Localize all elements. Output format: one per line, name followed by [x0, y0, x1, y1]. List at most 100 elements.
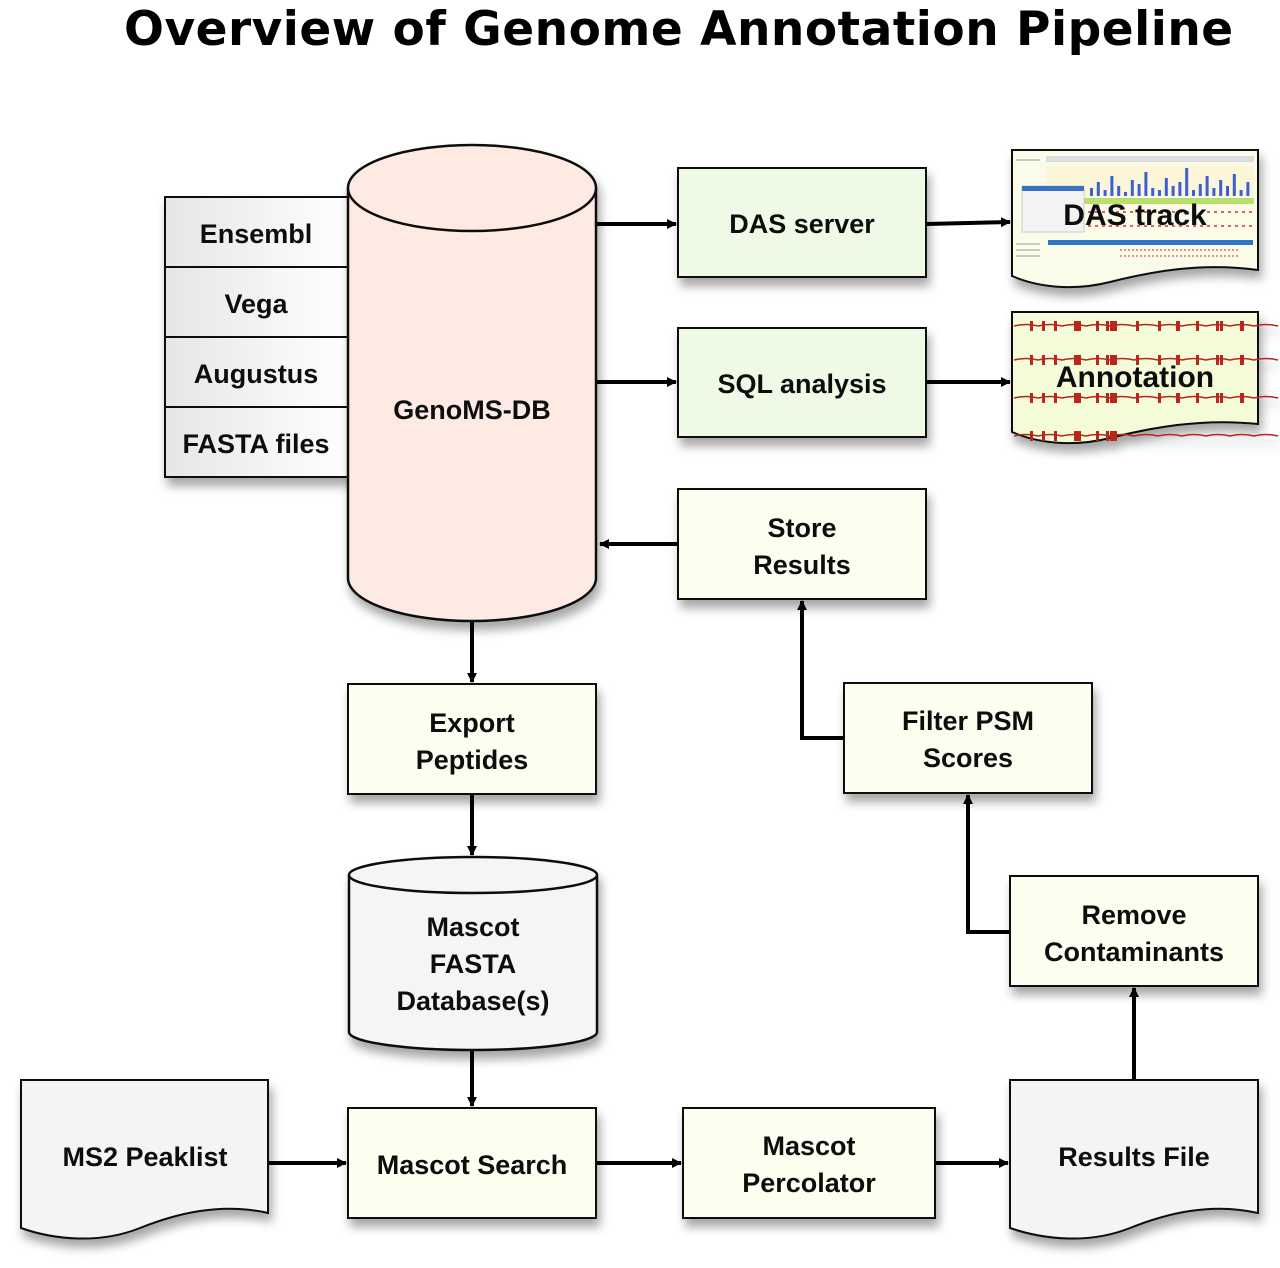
- exon-mark: [1220, 355, 1223, 365]
- das-track-bar: [1232, 174, 1236, 196]
- exon-mark: [1106, 431, 1109, 441]
- node-label: Export: [429, 708, 515, 738]
- das-track-bar: [1226, 186, 1229, 196]
- das-track-bar: [1090, 188, 1093, 196]
- edges-layer: [268, 217, 1139, 1168]
- exon-mark: [1216, 355, 1219, 365]
- exon-mark: [1074, 431, 1078, 441]
- exon-mark: [1114, 321, 1117, 331]
- node-label: DAS track: [1063, 199, 1207, 232]
- das-track-bar: [1130, 180, 1134, 196]
- exon-mark: [1220, 321, 1223, 331]
- node-label: Mascot: [426, 912, 519, 942]
- node-label: Mascot Search: [377, 1150, 568, 1180]
- node-mascot-percolator: Mascot Percolator: [682, 1107, 936, 1219]
- node-filter-psm-scores: Filter PSM Scores: [843, 682, 1093, 794]
- exon-mark: [1054, 431, 1057, 441]
- exon-mark: [1106, 393, 1109, 403]
- source-list: Ensembl Vega Augustus FASTA files: [164, 196, 351, 478]
- das-track-bar: [1171, 186, 1175, 196]
- exon-mark: [1196, 393, 1199, 403]
- exon-mark: [1196, 321, 1199, 331]
- node-label: Scores: [923, 743, 1013, 773]
- exon-mark: [1078, 431, 1081, 441]
- exon-mark: [1110, 393, 1114, 403]
- node-das-server: DAS server: [677, 167, 927, 278]
- das-track-bar: [1144, 172, 1148, 196]
- node-label: Remove: [1081, 900, 1186, 930]
- node-label: Mascot: [762, 1131, 855, 1161]
- node-label: DAS server: [729, 209, 875, 239]
- node-remove-contaminants: Remove Contaminants: [1009, 875, 1259, 987]
- das-track-thumbnail: [1016, 156, 1254, 257]
- exon-mark: [1054, 355, 1057, 365]
- gene-track-line: [1013, 395, 1279, 399]
- node-sql-analysis: SQL analysis: [677, 327, 927, 438]
- exon-mark: [1042, 393, 1045, 403]
- source-label: Augustus: [194, 359, 319, 389]
- exon-mark: [1158, 355, 1161, 365]
- das-track-bar: [1103, 190, 1107, 196]
- node-label: SQL analysis: [717, 369, 886, 399]
- node-label: Peptides: [416, 745, 529, 775]
- exon-mark: [1158, 393, 1161, 403]
- das-track-bars: [1090, 168, 1250, 196]
- edge-das-server-to-das-track: [925, 217, 1011, 228]
- exon-mark: [1074, 321, 1078, 331]
- exon-mark: [1096, 393, 1099, 403]
- node-label: Store: [767, 513, 836, 543]
- das-track-bar: [1137, 184, 1141, 196]
- exon-mark: [1220, 393, 1223, 403]
- das-track-bar: [1164, 178, 1168, 196]
- node-label: Contaminants: [1044, 937, 1224, 967]
- node-label: Percolator: [742, 1168, 876, 1198]
- exon-mark: [1176, 355, 1180, 365]
- das-track-bar: [1124, 192, 1127, 196]
- exon-mark: [1042, 431, 1045, 441]
- node-mascot-fasta-database: Mascot FASTA Database(s): [347, 855, 599, 1052]
- exon-mark: [1054, 393, 1057, 403]
- node-label: GenoMS-DB: [393, 395, 551, 425]
- source-item: Augustus: [164, 336, 351, 408]
- das-track-bar: [1239, 190, 1243, 196]
- diagram-title: Overview of Genome Annotation Pipeline: [124, 2, 1234, 57]
- node-label: Results: [753, 550, 851, 580]
- exon-mark: [1030, 321, 1033, 331]
- source-item: FASTA files: [164, 406, 351, 478]
- exon-mark: [1030, 393, 1033, 403]
- exon-mark: [1042, 355, 1045, 365]
- exon-mark: [1114, 355, 1117, 365]
- source-label: FASTA files: [182, 429, 329, 459]
- node-label: Annotation: [1056, 361, 1214, 394]
- exon-mark: [1074, 355, 1078, 365]
- node-ms2-peaklist: MS2 Peaklist: [20, 1079, 269, 1240]
- exon-mark: [1030, 431, 1033, 441]
- exon-mark: [1136, 393, 1139, 403]
- das-track-bar: [1151, 188, 1155, 196]
- exon-mark: [1176, 393, 1180, 403]
- node-das-track: DAS track: [1011, 149, 1259, 289]
- exon-mark: [1096, 431, 1099, 441]
- annotation-gene-tracks: [1013, 321, 1279, 441]
- exon-mark: [1096, 355, 1099, 365]
- node-annotation: Annotation: [1011, 311, 1279, 445]
- node-label: Results File: [1058, 1142, 1210, 1172]
- das-track-bar: [1096, 182, 1100, 196]
- das-track-bar: [1198, 184, 1202, 196]
- exon-mark: [1042, 321, 1045, 331]
- exon-mark: [1158, 321, 1161, 331]
- exon-mark: [1240, 321, 1244, 331]
- das-track-bar: [1110, 176, 1114, 196]
- node-label: MS2 Peaklist: [62, 1142, 227, 1172]
- exon-mark: [1216, 393, 1219, 403]
- exon-mark: [1030, 355, 1033, 365]
- exon-mark: [1216, 321, 1219, 331]
- das-track-bar: [1219, 180, 1223, 196]
- exon-mark: [1096, 321, 1099, 331]
- das-track-bar: [1212, 188, 1216, 196]
- node-store-results: Store Results: [677, 488, 927, 600]
- exon-mark: [1074, 393, 1078, 403]
- source-label: Vega: [224, 289, 288, 319]
- node-export-peptides: Export Peptides: [347, 683, 597, 795]
